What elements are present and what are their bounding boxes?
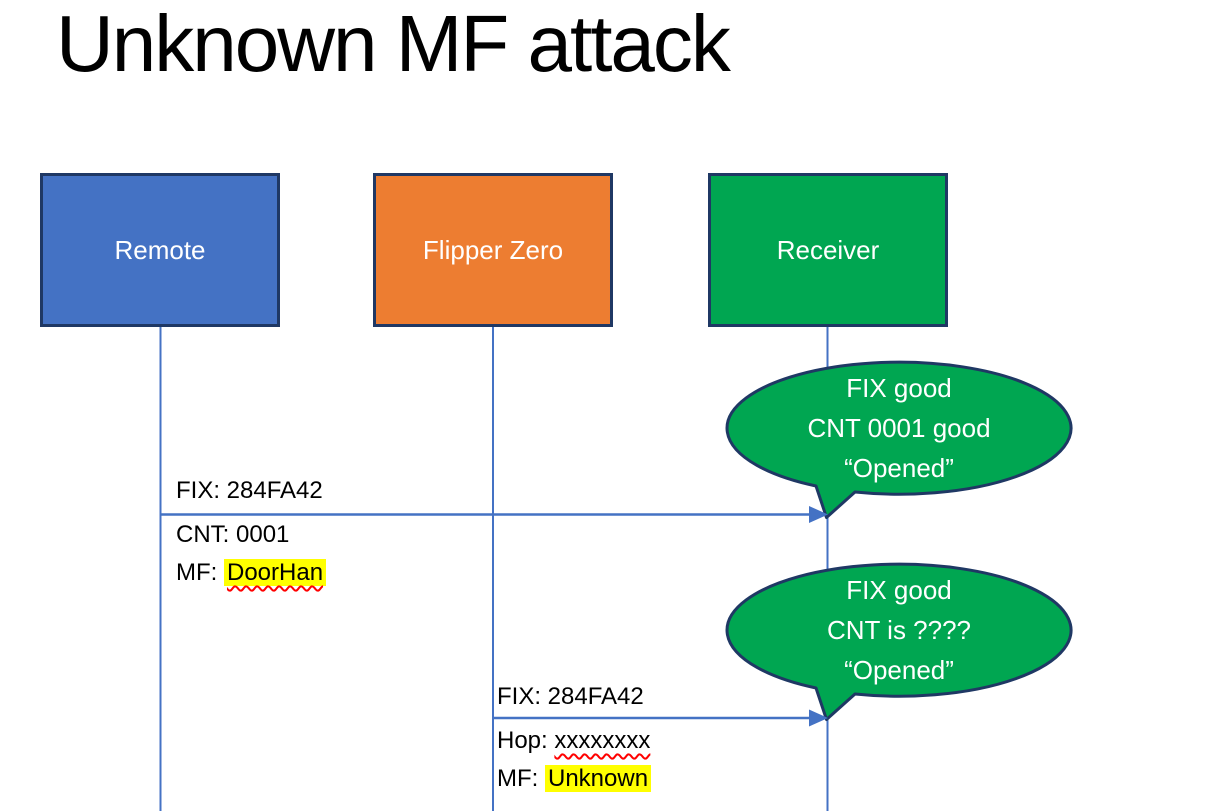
message-1-mf: MF: DoorHan [176,554,327,592]
actor-label-remote: Remote [114,234,206,265]
callout-1-line-1: FIX good [846,373,952,403]
message-arrow-1-head [809,506,828,523]
callout-2-line-1: FIX good [846,575,952,605]
message-2-mf-prefix: MF: [497,765,545,792]
message-1-mf-value-highlighted: DoorHan [224,559,327,586]
message-1-cnt: CNT: 0001 [176,516,326,554]
slide-title: Unknown MF attack [56,0,731,88]
message-2-mf: MF: Unknown [497,760,652,798]
actor-label-flipper-zero: Flipper Zero [422,234,564,265]
callout-1-line-3: “Opened” [844,453,954,483]
message-2-hop-prefix: Hop: [497,727,555,754]
message-1-fix: FIX: 284FA42 [176,477,323,504]
message-2-mf-value-highlighted: Unknown [545,765,652,792]
callout-2-line-3: “Opened” [844,655,954,685]
message-2-fix: FIX: 284FA42 [497,683,644,710]
callout-1-text: FIX good CNT 0001 good “Opened” [727,368,1071,488]
actor-box-receiver: Receiver [708,173,948,327]
message-1-mf-prefix: MF: [176,559,224,586]
message-1-label-above: FIX: 284FA42 [176,472,323,510]
message-2-hop: Hop: xxxxxxxx [497,722,651,760]
message-1-label-below: CNT: 0001 MF: DoorHan [176,516,327,592]
actor-label-receiver: Receiver [776,234,880,265]
callout-1-line-2: CNT 0001 good [807,413,991,443]
actor-box-remote: Remote [40,173,280,327]
message-2-hop-value-misspelled: xxxxxxxx [554,727,651,754]
callout-bubble-2 [725,562,1073,721]
message-arrow-2-head [809,709,828,727]
message-2-label-below: Hop: xxxxxxxx MF: Unknown [497,722,652,798]
callout-bubble-1 [725,360,1073,519]
callout-2-line-2: CNT is ???? [826,615,972,645]
actor-box-flipper-zero: Flipper Zero [373,173,613,327]
message-2-label-above: FIX: 284FA42 [497,678,644,716]
message-1-cnt-prefix: CNT: [176,521,236,548]
message-1-cnt-value: 0001 [236,521,290,548]
callout-2-text: FIX good CNT is ???? “Opened” [727,570,1071,690]
